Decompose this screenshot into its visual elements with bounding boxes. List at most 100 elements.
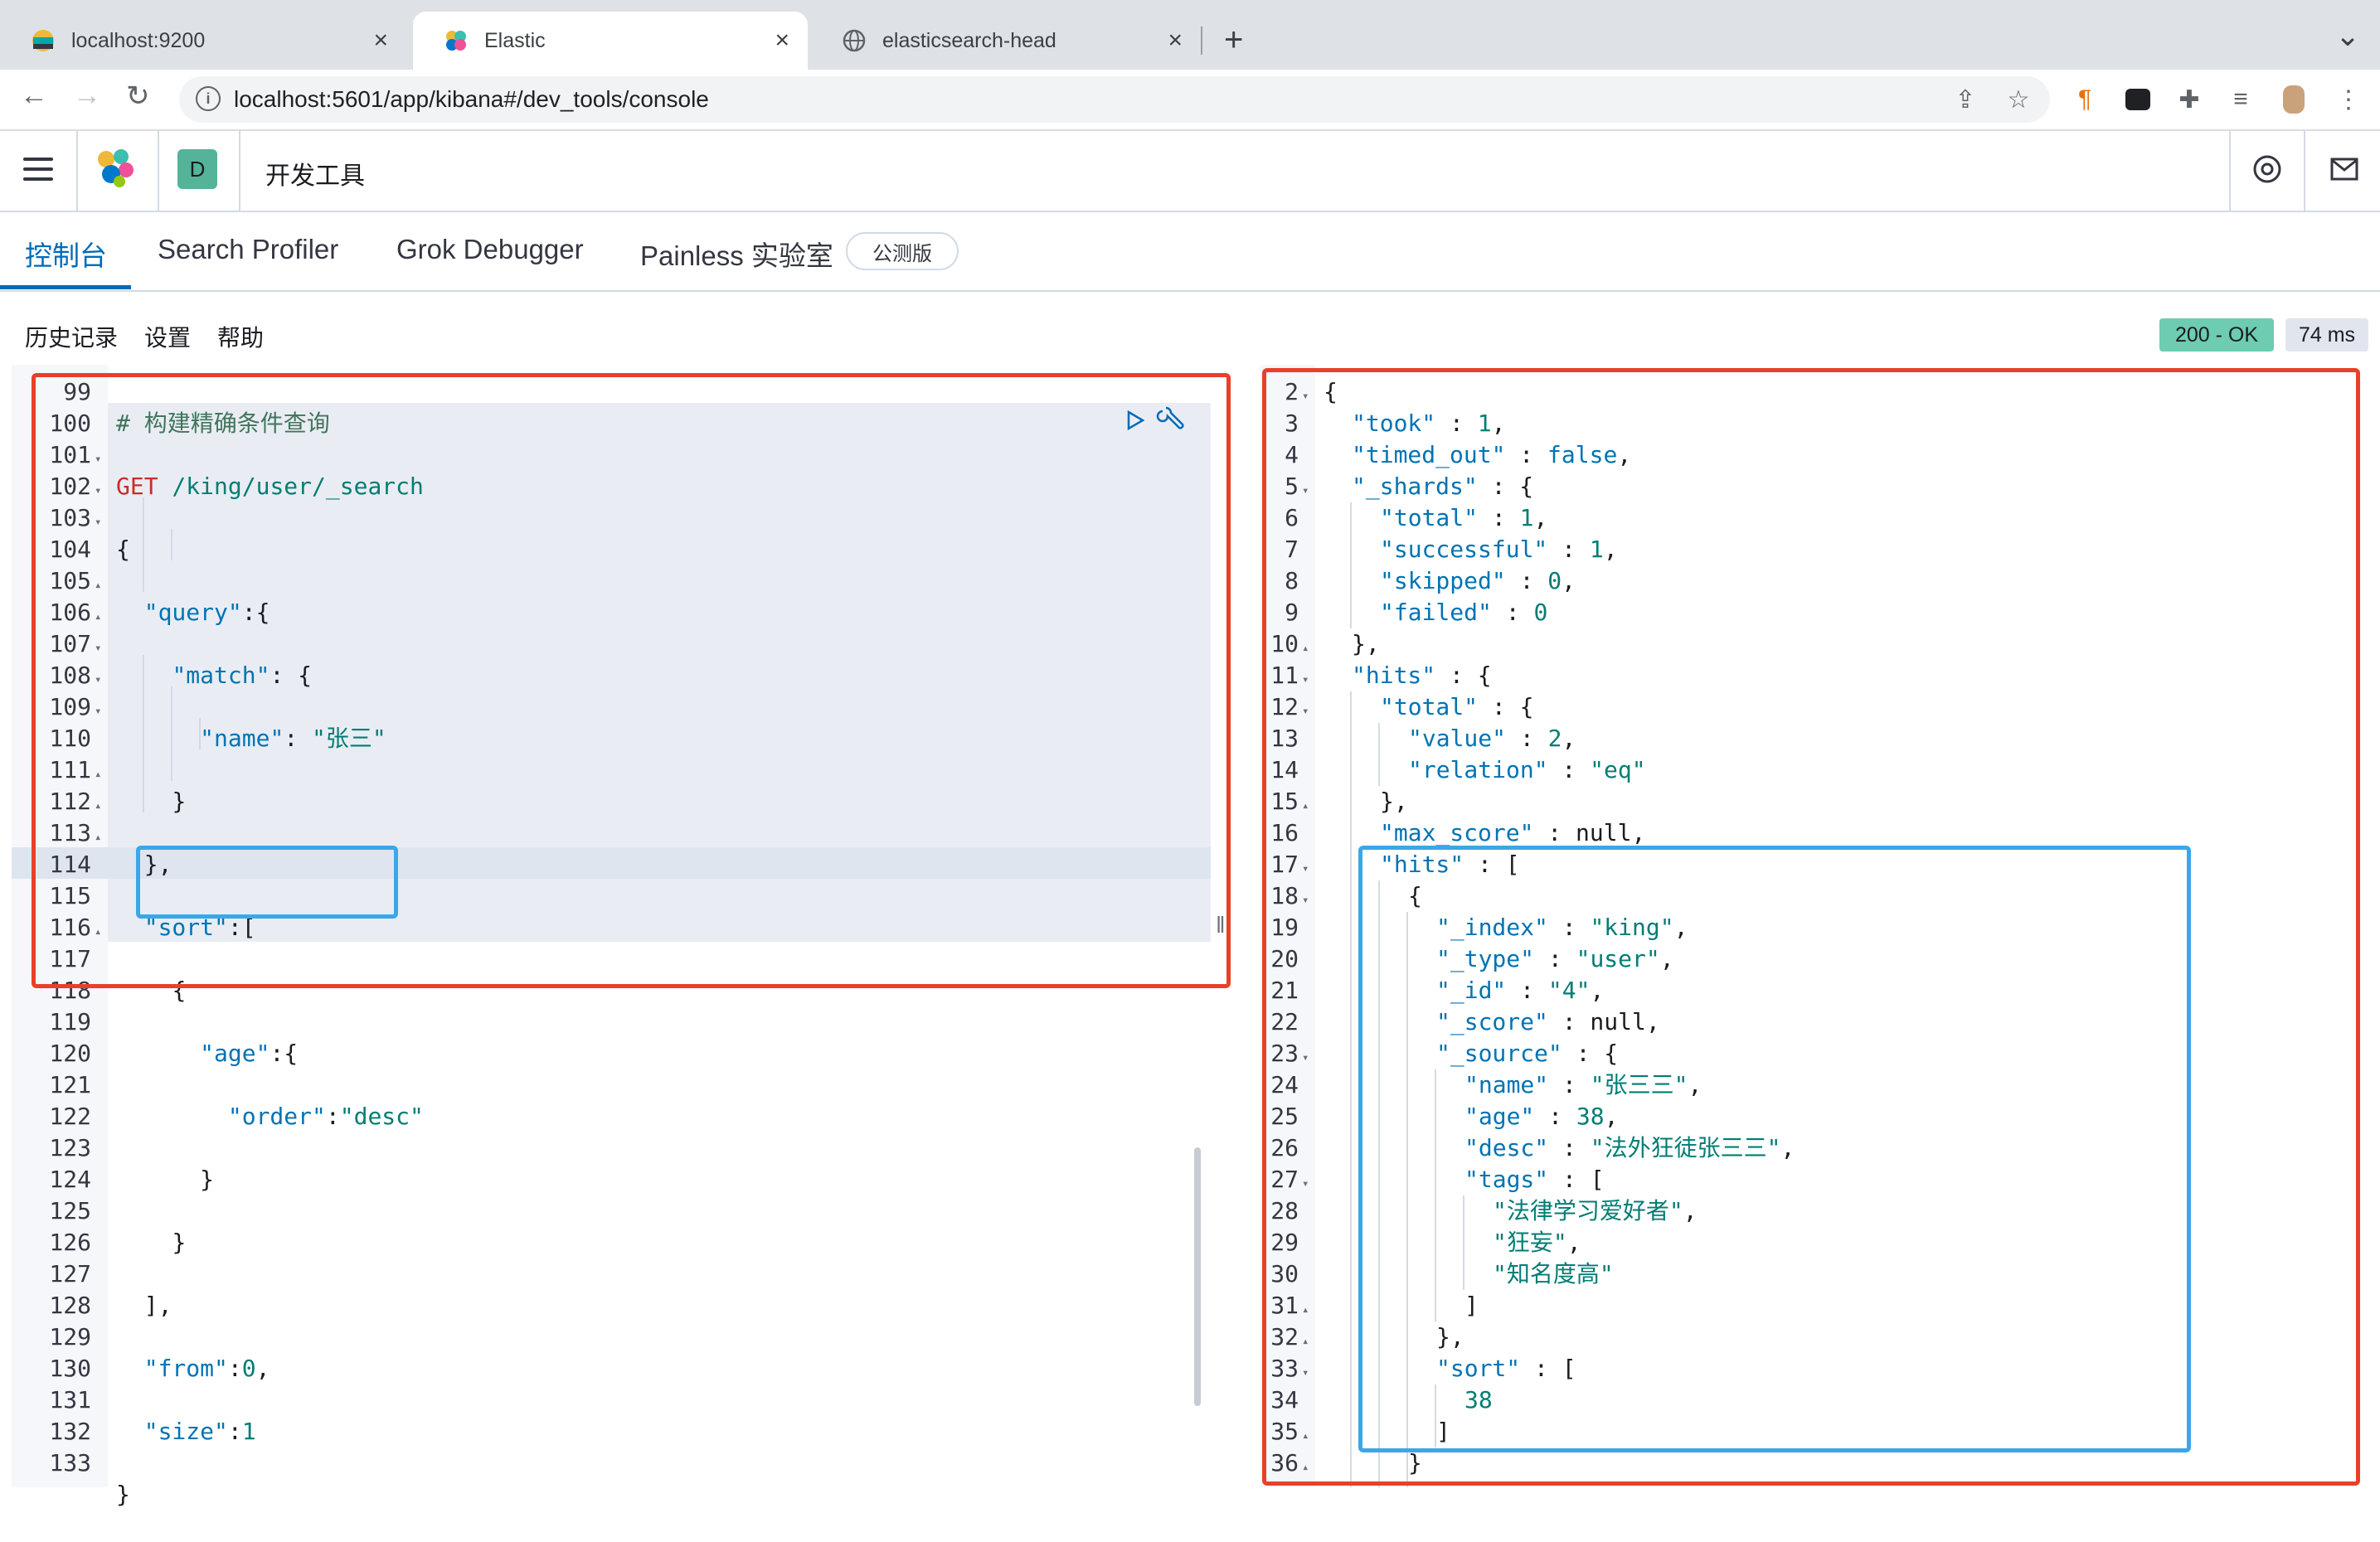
tab-search-profiler[interactable]: Search Profiler [158,234,339,264]
chrome-menu-icon[interactable]: ⋮ [2336,85,2361,114]
fold-toggle-icon[interactable]: ▴ [1302,1335,1309,1348]
request-code[interactable]: # 构建精确条件查询 GET /king/user/_search { "que… [116,376,424,1542]
code-line: } [200,1166,215,1193]
fold-toggle-icon[interactable]: ▴ [95,925,102,938]
fold-toggle-icon[interactable]: ▾ [1302,705,1309,718]
url-text[interactable]: localhost:5601/app/kibana#/dev_tools/con… [234,86,709,112]
fold-toggle-icon[interactable]: ▴ [95,768,102,781]
line-number-text: 21 [1270,977,1299,1004]
code-token: "tags" [1464,1166,1549,1193]
code-line: "total" : 1, [1324,502,1795,534]
fold-toggle-icon[interactable]: ▾ [1302,484,1309,497]
line-number: 123 [12,1132,108,1164]
fold-toggle-icon[interactable]: ▾ [95,516,102,529]
space-avatar[interactable]: D [177,149,217,189]
fold-toggle-icon[interactable]: ▾ [95,642,102,655]
extension-app-icon[interactable] [2121,83,2154,116]
code-token: }, [1436,1323,1464,1350]
settings-menu-item[interactable]: 设置 [144,325,192,351]
code-line: }, [1324,786,1795,817]
line-number: 23▾ [1260,1038,1315,1069]
fold-toggle-icon[interactable]: ▾ [95,453,102,466]
line-number: 101▾ [12,439,108,471]
elastic-logo-icon[interactable] [95,148,136,193]
help-menu-item[interactable]: 帮助 [217,325,265,351]
share-icon[interactable]: ⇪ [1955,85,1976,114]
fold-toggle-icon[interactable]: ▴ [1302,1303,1309,1317]
tab-grok-debugger[interactable]: Grok Debugger [396,234,584,264]
fold-toggle-icon[interactable]: ▴ [1302,1461,1309,1474]
reload-icon[interactable]: ↻ [126,80,150,112]
line-number: 28 [1260,1195,1315,1227]
browser-tab-elasticsearch-head[interactable]: elasticsearch-head × [811,12,1201,70]
mail-icon[interactable] [2330,158,2358,185]
request-scrollbar[interactable] [1194,1147,1201,1406]
close-icon[interactable]: × [373,27,388,54]
code-line: "order":"desc" [227,1103,424,1130]
response-code[interactable]: {"took" : 1,"timed_out" : false,"_shards… [1324,376,1795,1479]
hamburger-menu-icon[interactable] [23,158,53,182]
code-line: }, [1324,628,1795,660]
fold-toggle-icon[interactable]: ▴ [1302,799,1309,812]
line-number: 108▾ [12,660,108,691]
close-icon[interactable]: × [1168,27,1183,54]
fold-toggle-icon[interactable]: ▾ [1302,390,1309,403]
line-number: 15▴ [1260,786,1315,817]
response-editor[interactable] [1315,365,2380,1487]
code-token: "name" [1464,1071,1549,1098]
fold-toggle-icon[interactable]: ▾ [1302,1366,1309,1380]
line-number: 107▾ [12,628,108,660]
browser-tab-localhost-9200[interactable]: localhost:9200 × [0,12,406,70]
history-menu-item[interactable]: 历史记录 [25,325,119,351]
fold-toggle-icon[interactable]: ▴ [95,610,102,623]
tab-painless-lab[interactable]: Painless 实验室 [640,240,833,271]
fold-toggle-icon[interactable]: ▾ [1302,1177,1309,1190]
code-line: "_id" : "4", [1324,975,1795,1006]
site-info-icon[interactable]: i [196,86,221,111]
fold-toggle-icon[interactable]: ▾ [95,484,102,497]
line-number-text: 125 [49,1197,91,1224]
line-number-text: 122 [49,1103,91,1130]
fold-toggle-icon[interactable]: ▾ [1302,862,1309,875]
send-request-play-icon[interactable] [1124,410,1146,435]
line-number-text: 11 [1270,662,1299,689]
fold-toggle-icon[interactable]: ▾ [95,705,102,718]
close-icon[interactable]: × [775,27,789,54]
profile-avatar-icon[interactable] [2277,83,2310,116]
panel-resize-handle[interactable]: ‖ [1216,912,1226,938]
extensions-puzzle-icon[interactable]: ✚ [2178,85,2200,114]
fold-toggle-icon[interactable]: ▾ [1302,894,1309,907]
page-title: 开发工具 [265,162,365,190]
reading-list-icon[interactable]: ≡ [2233,85,2248,113]
line-number: 130 [12,1353,108,1384]
help-lifebuoy-icon[interactable] [2252,154,2282,188]
back-icon[interactable]: ← [20,80,48,111]
code-line: "sort" : [ [1324,1353,1795,1384]
code-token: false [1547,441,1618,468]
paragraph-extension-icon[interactable]: ¶ [2077,85,2092,113]
code-token: "_id" [1436,977,1507,1004]
code-token: : { [1435,662,1492,689]
wrench-settings-icon[interactable] [1156,406,1184,439]
fold-toggle-icon[interactable]: ▾ [1302,1051,1309,1064]
tab-search-chevron-icon[interactable]: ⌄ [2335,18,2361,52]
fold-toggle-icon[interactable]: ▴ [95,799,102,812]
line-number-text: 123 [49,1134,91,1161]
bookmark-star-icon[interactable]: ☆ [2007,85,2030,114]
line-number: 26 [1260,1132,1315,1164]
new-tab-button[interactable]: + [1224,22,1244,58]
fold-toggle-icon[interactable]: ▴ [95,579,102,592]
line-number-text: 3 [1285,410,1299,437]
line-number: 119 [12,1006,108,1038]
fold-toggle-icon[interactable]: ▾ [95,673,102,686]
line-number-text: 132 [49,1418,91,1445]
fold-toggle-icon[interactable]: ▴ [1302,642,1309,655]
fold-toggle-icon[interactable]: ▴ [1302,1429,1309,1443]
forward-icon[interactable]: → [73,80,101,111]
browser-tab-elastic[interactable]: Elastic × [413,12,808,70]
tab-console[interactable]: 控制台 [25,240,107,271]
fold-toggle-icon[interactable]: ▾ [1302,673,1309,686]
code-line: "name": "张三" [200,725,386,752]
fold-toggle-icon[interactable]: ▴ [95,831,102,844]
address-bar[interactable] [179,76,2050,123]
